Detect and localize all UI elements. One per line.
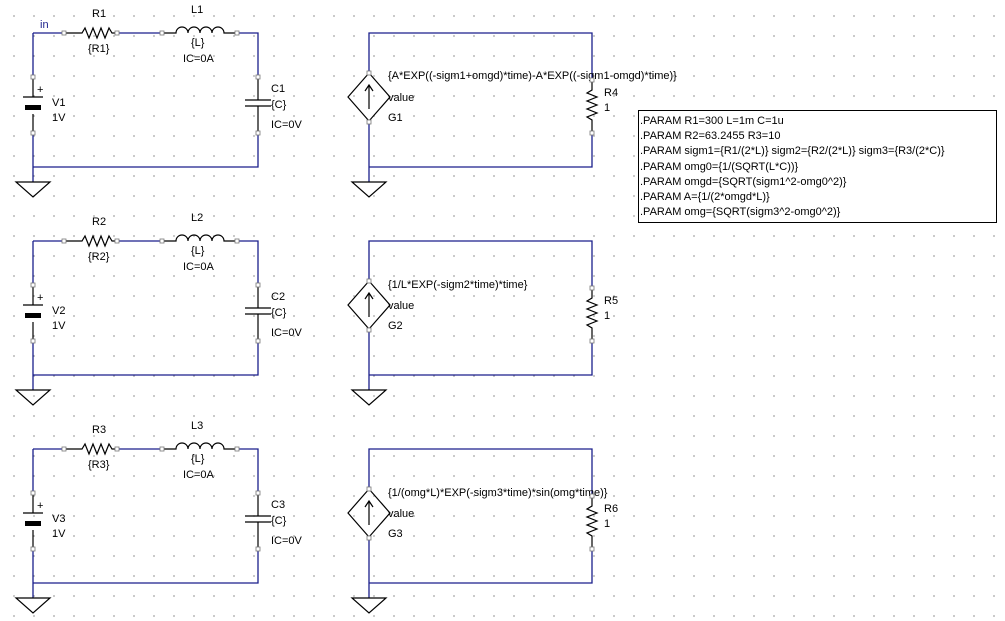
l1-name: L1 — [191, 4, 203, 16]
v3-name: V3 — [52, 513, 65, 525]
param-line-7: .PARAM omg={SQRT(sigm3^2-omg0^2)} — [640, 206, 841, 219]
capacitor-c2[interactable] — [245, 282, 271, 344]
g1-name: G1 — [388, 112, 403, 124]
source-circuit-1: {A*EXP((-sigm1+omgd)*time)-A*EXP((-sigm1… — [347, 32, 677, 198]
c1-name: C1 — [271, 83, 285, 95]
v2-plus: + — [37, 292, 43, 304]
c1-ic: IC=0V — [271, 119, 303, 131]
v3-value: 1V — [52, 528, 66, 540]
l2-name: L2 — [191, 212, 203, 224]
l3-ic: IC=0A — [183, 469, 215, 481]
r3-value: {R3} — [88, 459, 110, 471]
resistor-r3[interactable] — [61, 442, 120, 456]
v2-name: V2 — [52, 305, 65, 317]
r2-name: R2 — [92, 216, 106, 228]
r1-value: {R1} — [88, 43, 110, 55]
rlc-circuit-1: in R1 {R1} L1 {L} IC=0A C1 {C} IC=0V + V… — [14, 4, 303, 198]
v1-value: 1V — [52, 112, 66, 124]
capacitor-c3[interactable] — [245, 490, 271, 552]
c3-name: C3 — [271, 499, 285, 511]
c2-value: {C} — [271, 307, 287, 319]
r2-value: {R2} — [88, 251, 110, 263]
r1-name: R1 — [92, 8, 106, 20]
ground-6[interactable] — [350, 597, 388, 614]
param-directive-box[interactable]: .PARAM R1=300 L=1m C=1u .PARAM R2=63.245… — [638, 110, 997, 223]
voltage-source-v2[interactable] — [23, 282, 43, 344]
l1-ic: IC=0A — [183, 53, 215, 65]
l1-value: {L} — [191, 37, 205, 49]
param-line-3: .PARAM sigm1={R1/(2*L)} sigm2={R2/(2*L)}… — [640, 145, 945, 158]
resistor-r6[interactable] — [585, 493, 599, 552]
param-line-6: .PARAM A={1/(2*omgd*L)} — [640, 191, 770, 204]
ground-5[interactable] — [350, 389, 388, 406]
rlc1-wires — [32, 32, 259, 182]
voltage-source-v3[interactable] — [23, 490, 43, 552]
ground-3[interactable] — [14, 597, 52, 614]
r4-value: 1 — [604, 102, 610, 114]
g1-wires — [368, 32, 593, 182]
ground-4[interactable] — [350, 181, 388, 198]
c1-value: {C} — [271, 99, 287, 111]
param-line-4: .PARAM omg0={1/(SQRT(L*C))} — [640, 160, 799, 173]
g2-expression: {1/L*EXP(-sigm2*time)*time} — [388, 279, 528, 291]
rlc-circuit-2: R2 {R2} L2 {L} IC=0A C2 {C} IC=0V + V2 1… — [14, 212, 303, 406]
rlc3-wires — [32, 448, 259, 598]
g1-expression: {A*EXP((-sigm1+omgd)*time)-A*EXP((-sigm1… — [388, 70, 677, 82]
c3-ic: IC=0V — [271, 535, 303, 547]
g3-wires — [368, 448, 593, 598]
current-source-g1[interactable] — [347, 70, 391, 125]
g3-name: G3 — [388, 528, 403, 540]
current-source-g2[interactable] — [347, 278, 391, 333]
l3-name: L3 — [191, 420, 203, 432]
capacitor-c1[interactable] — [245, 74, 271, 136]
c2-name: C2 — [271, 291, 285, 303]
param-line-1: .PARAM R1=300 L=1m C=1u — [640, 115, 784, 127]
resistor-r5[interactable] — [585, 285, 599, 344]
r4-name: R4 — [604, 87, 618, 99]
g3-value: value — [388, 508, 414, 520]
param-line-2: .PARAM R2=63.2455 R3=10 — [640, 130, 781, 143]
c2-ic: IC=0V — [271, 327, 303, 339]
source-circuit-2: {1/L*EXP(-sigm2*time)*time} value G2 R5 … — [347, 240, 618, 406]
net-label-in[interactable]: in — [40, 19, 49, 31]
g2-wires — [368, 240, 593, 390]
current-source-g3[interactable] — [347, 486, 391, 541]
c3-value: {C} — [271, 515, 287, 527]
l2-value: {L} — [191, 245, 205, 257]
l2-ic: IC=0A — [183, 261, 215, 273]
r6-name: R6 — [604, 503, 618, 515]
g1-value: value — [388, 92, 414, 104]
r6-value: 1 — [604, 518, 610, 530]
inductor-l2[interactable] — [159, 234, 240, 244]
rlc2-wires — [32, 240, 259, 390]
voltage-source-v1[interactable] — [23, 74, 43, 136]
inductor-l3[interactable] — [159, 442, 240, 452]
v1-name: V1 — [52, 97, 65, 109]
g2-value: value — [388, 300, 414, 312]
param-line-5: .PARAM omgd={SQRT(sigm1^2-omg0^2)} — [640, 175, 847, 188]
r3-name: R3 — [92, 424, 106, 436]
g2-name: G2 — [388, 320, 403, 332]
r5-name: R5 — [604, 295, 618, 307]
l3-value: {L} — [191, 453, 205, 465]
inductor-l1[interactable] — [159, 26, 240, 36]
resistor-r1[interactable] — [61, 26, 120, 40]
resistor-r4[interactable] — [585, 77, 599, 136]
v3-plus: + — [37, 500, 43, 512]
rlc-circuit-3: R3 {R3} L3 {L} IC=0A C3 {C} IC=0V + V3 1… — [14, 420, 303, 614]
ground-1[interactable] — [14, 181, 52, 198]
r5-value: 1 — [604, 310, 610, 322]
g3-expression: {1/(omg*L)*EXP(-sigm3*time)*sin(omg*time… — [388, 487, 608, 499]
v1-plus: + — [37, 84, 43, 96]
ground-2[interactable] — [14, 389, 52, 406]
resistor-r2[interactable] — [61, 234, 120, 248]
v2-value: 1V — [52, 320, 66, 332]
source-circuit-3: {1/(omg*L)*EXP(-sigm3*time)*sin(omg*time… — [347, 448, 618, 614]
